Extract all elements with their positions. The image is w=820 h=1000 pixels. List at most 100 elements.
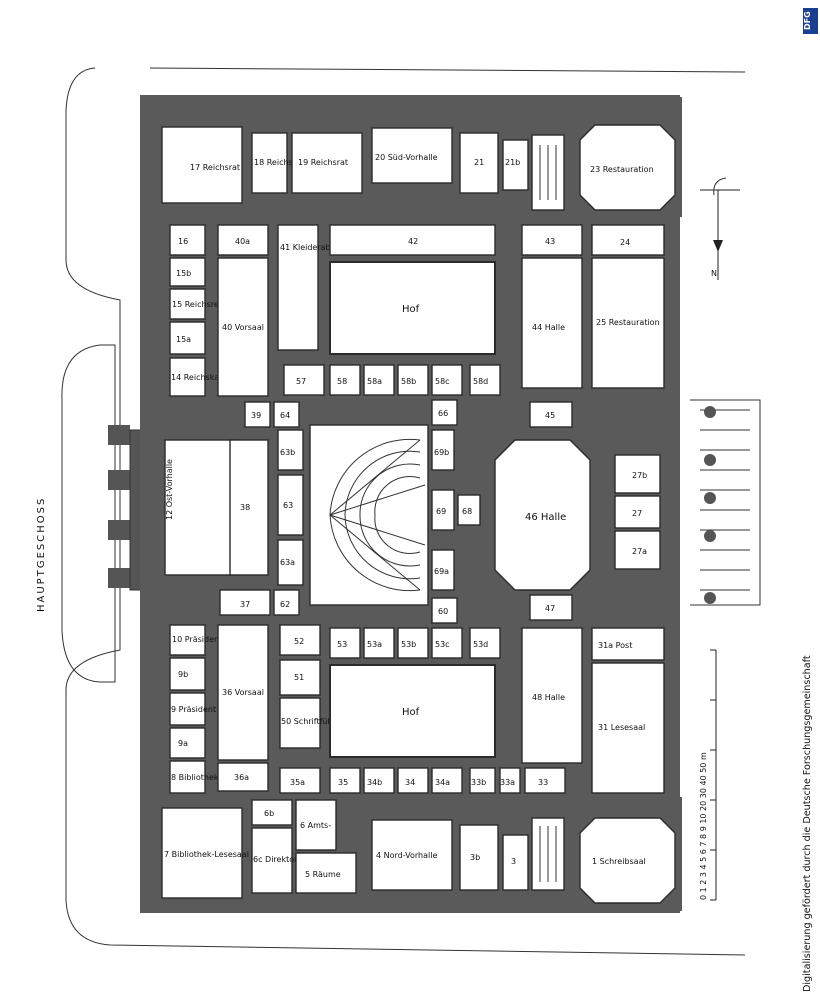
svg-text:43: 43 — [545, 237, 555, 246]
room-31a: 31a Post — [591, 627, 665, 661]
room-62: 62 — [273, 589, 300, 616]
room-46: 46 Halle — [494, 439, 591, 591]
svg-text:23 Restauration: 23 Restauration — [590, 165, 654, 174]
svg-text:50 Schriftführer: 50 Schriftführer — [281, 717, 345, 726]
room-69a: 69a — [431, 549, 455, 591]
svg-text:10 Präsident: 10 Präsident — [172, 635, 222, 644]
room-21b: 21b — [502, 139, 529, 191]
svg-text:4 Nord-Vorhalle: 4 Nord-Vorhalle — [376, 851, 437, 860]
svg-text:48 Halle: 48 Halle — [532, 693, 565, 702]
svg-text:18 Reichsrat: 18 Reichsrat — [254, 158, 304, 167]
svg-text:39: 39 — [251, 411, 261, 420]
svg-text:31a Post: 31a Post — [598, 641, 632, 650]
svg-text:63b: 63b — [280, 448, 295, 457]
room-6c: 6c Direktor — [251, 827, 298, 894]
room-53c: 53c — [431, 627, 463, 659]
svg-text:N: N — [711, 269, 717, 278]
room-39: 39 — [244, 401, 271, 428]
scale-bar: 0 1 2 3 4 5 6 7 8 9 10 20 30 40 50 m — [699, 649, 717, 901]
svg-text:Hof: Hof — [402, 707, 420, 718]
svg-text:6 Amts-: 6 Amts- — [300, 821, 331, 830]
svg-text:20 Süd-Vorhalle: 20 Süd-Vorhalle — [375, 153, 438, 162]
room-41: 41 Kleiderablage — [277, 224, 348, 351]
stair-22 — [531, 134, 565, 211]
svg-text:36a: 36a — [234, 773, 249, 782]
room-15b: 15b — [169, 257, 206, 287]
svg-text:40a: 40a — [235, 237, 250, 246]
svg-text:64: 64 — [280, 411, 290, 420]
svg-text:58d: 58d — [473, 377, 488, 386]
svg-text:57: 57 — [296, 377, 306, 386]
room-53a: 53a — [363, 627, 395, 659]
svg-text:36 Vorsaal: 36 Vorsaal — [222, 688, 264, 697]
room-5: 5 Räume — [295, 852, 357, 894]
room-20: 20 Süd-Vorhalle — [371, 127, 453, 184]
svg-text:69a: 69a — [434, 567, 449, 576]
room-53b: 53b — [397, 627, 429, 659]
svg-text:33: 33 — [538, 778, 548, 787]
room-44: 44 Halle — [521, 257, 583, 389]
room-7: 7 Bibliothek-Lesesaal — [161, 807, 249, 899]
svg-text:3: 3 — [511, 857, 516, 866]
room-63b: 63b — [277, 429, 304, 471]
room-24: 24 — [591, 224, 665, 256]
svg-text:45: 45 — [545, 411, 555, 420]
east-portico — [704, 406, 716, 604]
svg-text:21: 21 — [474, 158, 484, 167]
plenary-chamber — [309, 424, 429, 606]
room-69: 69 — [431, 489, 455, 531]
room-9b: 9b — [169, 657, 206, 691]
svg-text:Hof: Hof — [402, 304, 420, 315]
svg-text:14 Reichskanzler: 14 Reichskanzler — [171, 373, 240, 382]
room-34: 34 — [397, 767, 429, 794]
room-58b: 58b — [397, 364, 429, 396]
dfg-logo: DFG — [803, 8, 818, 34]
room-69b: 69b — [431, 429, 455, 471]
plan-title: HAUPTGESCHOSS — [36, 497, 47, 612]
svg-text:58a: 58a — [367, 377, 382, 386]
room-25: 25 Restauration — [591, 257, 665, 389]
svg-text:60: 60 — [438, 607, 448, 616]
svg-text:51: 51 — [294, 673, 304, 682]
svg-text:0 1 2 3 4 5 6 7 8 9 10 20 30 4: 0 1 2 3 4 5 6 7 8 9 10 20 30 40 50 m — [699, 752, 708, 900]
svg-text:5 Räume: 5 Räume — [305, 870, 341, 879]
room-63a: 63a — [277, 539, 304, 586]
room-53d: 53d — [469, 627, 501, 659]
room-27: 27 — [614, 495, 661, 529]
room-68: 68 — [457, 494, 481, 526]
svg-text:7 Bibliothek-Lesesaal: 7 Bibliothek-Lesesaal — [164, 850, 249, 859]
svg-text:15a: 15a — [176, 335, 191, 344]
svg-text:19 Reichsrat: 19 Reichsrat — [298, 158, 348, 167]
svg-text:68: 68 — [462, 507, 472, 516]
room-45: 45 — [529, 401, 573, 428]
room-43: 43 — [521, 224, 583, 256]
svg-text:69b: 69b — [434, 448, 449, 457]
svg-text:63: 63 — [283, 501, 293, 510]
svg-text:9 Präsident: 9 Präsident — [171, 705, 216, 714]
room-21: 21 — [459, 132, 499, 194]
room-47: 47 — [529, 594, 573, 621]
svg-text:12 Ost-Vorhalle: 12 Ost-Vorhalle — [165, 459, 174, 520]
room-27a: 27a — [614, 530, 661, 570]
svg-text:1 Schreibsaal: 1 Schreibsaal — [592, 857, 646, 866]
svg-text:31 Lesesaal: 31 Lesesaal — [598, 723, 645, 732]
court-top: Hof — [329, 261, 496, 355]
room-34b: 34b — [363, 767, 395, 794]
svg-text:53a: 53a — [367, 640, 382, 649]
room-36a: 36a — [217, 762, 269, 792]
room-35a: 35a — [279, 767, 321, 794]
room-58d: 58d — [469, 364, 501, 396]
north-arrow: N — [700, 177, 740, 280]
room-58: 58 — [329, 364, 361, 396]
room-15: 15 Reichsregierung — [169, 288, 249, 320]
svg-text:33b: 33b — [471, 778, 486, 787]
svg-text:40 Vorsaal: 40 Vorsaal — [222, 323, 264, 332]
room-14: 14 Reichskanzler — [169, 357, 240, 397]
svg-text:33a: 33a — [500, 778, 515, 787]
svg-text:15b: 15b — [176, 269, 191, 278]
room-4: 4 Nord-Vorhalle — [371, 819, 453, 891]
room-3: 3 — [502, 834, 529, 891]
room-64: 64 — [273, 401, 300, 428]
svg-text:21b: 21b — [505, 158, 520, 167]
